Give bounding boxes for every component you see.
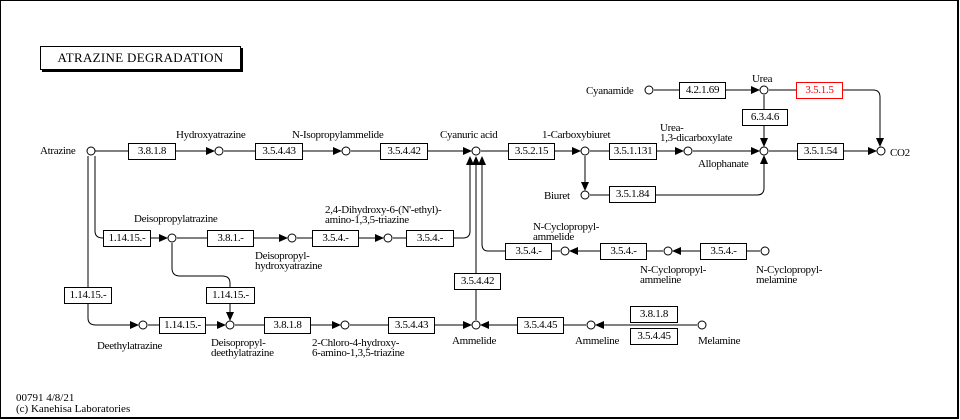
- compound-node: [287, 233, 297, 243]
- compound-node: [560, 246, 570, 256]
- compound-n-cyclopropylmelamine[interactable]: N-Cyclopropyl- melamine: [756, 264, 823, 286]
- compound-node: [214, 146, 224, 156]
- compound-node: [644, 85, 654, 95]
- enzyme-4.2.1.69[interactable]: 4.2.1.69: [679, 82, 726, 99]
- compound-deethylatrazine[interactable]: Deethylatrazine: [97, 340, 163, 352]
- enzyme-6.3.4.6[interactable]: 6.3.4.6: [742, 109, 788, 126]
- enzyme-3.5.1.131[interactable]: 3.5.1.131: [609, 143, 657, 160]
- compound-node: [759, 146, 769, 156]
- enzyme-1.14.15[interactable]: 1.14.15.-: [206, 287, 255, 304]
- compound-node: [383, 233, 393, 243]
- compound-node: [586, 320, 596, 330]
- edge: [590, 156, 764, 196]
- map-title: ATRAZINE DEGRADATION: [40, 46, 241, 70]
- compound-n-cyclopropylammelide[interactable]: N-Cyclopropyl- ammelide: [533, 221, 600, 243]
- edge: [87, 156, 138, 325]
- copyright: (c) Kanehisa Laboratories: [16, 403, 131, 415]
- compound-deisopropylatrazine[interactable]: Deisopropylatrazine: [134, 213, 218, 225]
- compound-n-cyclopropylammeline[interactable]: N-Cyclopropyl- ammeline: [640, 264, 707, 286]
- compound-melamine[interactable]: Melamine: [698, 335, 741, 347]
- compound-deisopropylhydroxyatrazine[interactable]: Deisopropyl- hydroxyatrazine: [255, 250, 322, 272]
- compound-node: [86, 146, 96, 156]
- enzyme-3.5.4.45[interactable]: 3.5.4.45: [517, 317, 564, 334]
- enzyme-3.5.4.42[interactable]: 3.5.4.42: [380, 143, 428, 160]
- enzyme-1.14.15[interactable]: 1.14.15.-: [64, 287, 112, 304]
- enzyme-3.5.4.42[interactable]: 3.5.4.42: [454, 273, 501, 290]
- enzyme-3.5.1.54[interactable]: 3.5.1.54: [797, 143, 844, 160]
- enzyme-3.5.4[interactable]: 3.5.4.-: [312, 230, 359, 247]
- enzyme-3.5.1.84[interactable]: 3.5.1.84: [609, 186, 656, 203]
- compound-n-isopropylammelide[interactable]: N-Isopropylammelide: [292, 129, 384, 141]
- compound-node: [760, 246, 770, 256]
- compound-dihydroxy-triazine[interactable]: 2,4-Dihydroxy-6-(N'-ethyl)- amino-1,3,5-…: [325, 204, 442, 226]
- enzyme-3.5.4.43[interactable]: 3.5.4.43: [388, 317, 435, 334]
- enzyme-1.14.15[interactable]: 1.14.15.-: [103, 230, 151, 247]
- compound-co2[interactable]: CO2: [890, 147, 910, 159]
- compound-node: [340, 320, 350, 330]
- enzyme-3.5.4.45[interactable]: 3.5.4.45: [630, 328, 678, 345]
- compound-chloro-hydroxy-triazine[interactable]: 2-Chloro-4-hydroxy- 6-amino-1,3,5-triazi…: [312, 337, 405, 359]
- edge: [769, 89, 880, 146]
- compound-ammeline[interactable]: Ammeline: [575, 335, 620, 347]
- compound-node: [663, 246, 673, 256]
- compound-node: [341, 146, 351, 156]
- enzyme-3.5.1.5-highlighted[interactable]: 3.5.1.5: [796, 82, 843, 99]
- compound-node: [471, 146, 481, 156]
- compound-node: [471, 320, 481, 330]
- compound-node: [876, 146, 886, 156]
- enzyme-3.8.1.8[interactable]: 3.8.1.8: [630, 306, 678, 323]
- compound-node: [580, 146, 590, 156]
- enzyme-3.5.4.43[interactable]: 3.5.4.43: [255, 143, 303, 160]
- compound-cyanuric-acid[interactable]: Cyanuric acid: [440, 129, 498, 141]
- enzyme-3.8.1[interactable]: 3.8.1.-: [207, 230, 254, 247]
- compound-cyanamide[interactable]: Cyanamide: [586, 85, 634, 97]
- enzyme-3.8.1.8[interactable]: 3.8.1.8: [128, 143, 176, 160]
- compound-node: [697, 320, 707, 330]
- edge: [393, 157, 470, 239]
- compound-node: [138, 320, 148, 330]
- enzyme-1.14.15[interactable]: 1.14.15.-: [159, 317, 206, 334]
- enzyme-3.5.4[interactable]: 3.5.4.-: [600, 243, 647, 260]
- compound-biuret[interactable]: Biuret: [544, 190, 570, 202]
- compound-urea-1-3-dicarboxylate[interactable]: Urea- 1,3-dicarboxylate: [660, 122, 733, 144]
- compound-node: [167, 233, 177, 243]
- edge: [94, 156, 167, 238]
- compound-node: [759, 85, 769, 95]
- enzyme-3.5.4[interactable]: 3.5.4.-: [505, 243, 552, 260]
- map-id-date: 00791 4/8/21: [16, 392, 75, 404]
- enzyme-3.5.4[interactable]: 3.5.4.-: [700, 243, 747, 260]
- compound-1-carboxybiuret[interactable]: 1-Carboxybiuret: [542, 129, 611, 141]
- enzyme-3.5.2.15[interactable]: 3.5.2.15: [508, 143, 555, 160]
- compound-node: [225, 320, 235, 330]
- compound-hydroxyatrazine[interactable]: Hydroxyatrazine: [176, 129, 246, 141]
- compound-deisopropyldeethylatrazine[interactable]: Deisopropyl- deethylatrazine: [211, 337, 274, 359]
- compound-node: [580, 190, 590, 200]
- compound-allophanate[interactable]: Allophanate: [698, 158, 749, 170]
- edge: [482, 157, 560, 252]
- compound-ammelide[interactable]: Ammelide: [452, 335, 497, 347]
- compound-atrazine[interactable]: Atrazine: [40, 145, 76, 157]
- compound-urea[interactable]: Urea: [752, 73, 773, 85]
- enzyme-3.5.4[interactable]: 3.5.4.-: [406, 230, 454, 247]
- compound-node: [683, 146, 693, 156]
- enzyme-3.8.1.8[interactable]: 3.8.1.8: [264, 317, 311, 334]
- edge: [171, 243, 230, 320]
